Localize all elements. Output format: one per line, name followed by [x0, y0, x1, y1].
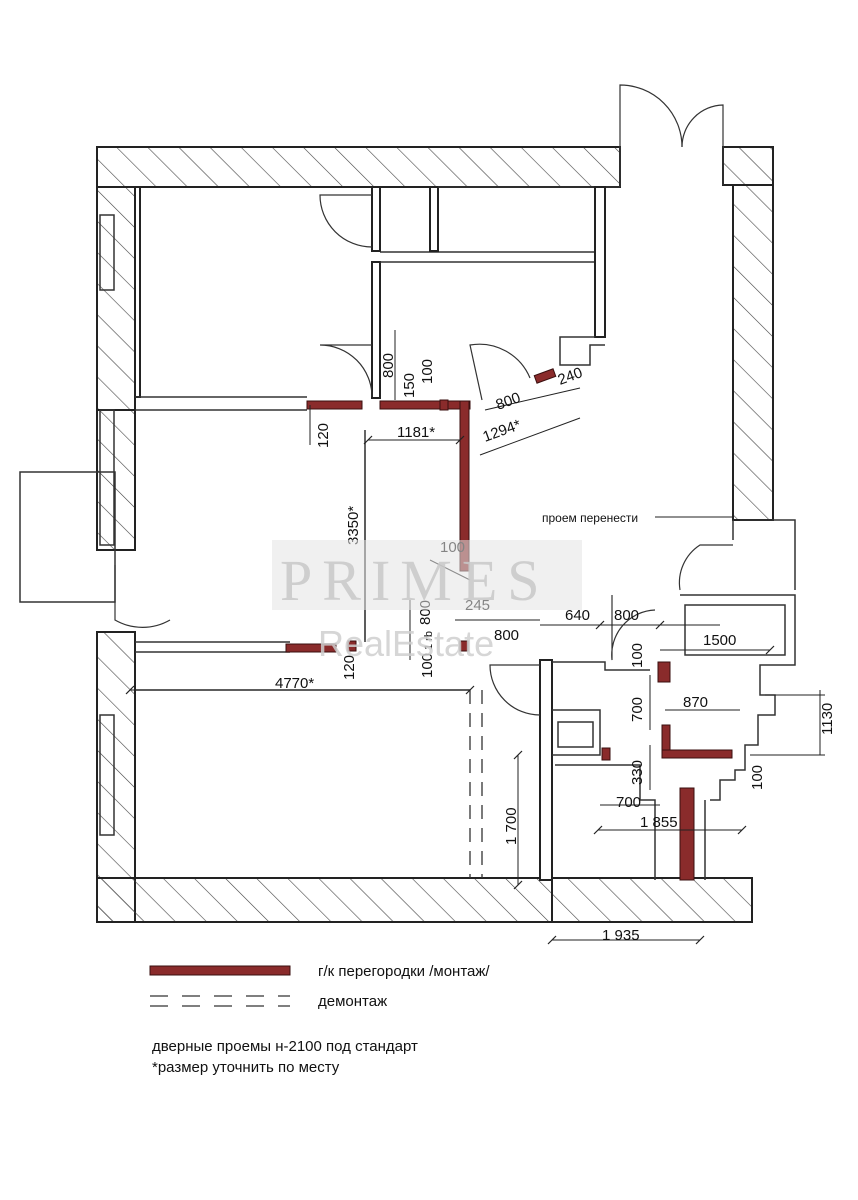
- dim-100-a: 100: [419, 359, 436, 384]
- note-verify-dimensions: *размер уточнить по месту: [152, 1059, 340, 1076]
- dim-120-a: 120: [315, 423, 332, 448]
- dim-3350: 3350*: [345, 506, 362, 545]
- door-swings: [114, 194, 733, 716]
- opening-move-note: проем перенести: [542, 511, 638, 525]
- watermark-sub: RealEstate: [318, 623, 494, 664]
- dim-800-e: 800: [494, 627, 519, 644]
- dim-150: 150: [401, 373, 418, 398]
- dim-870: 870: [683, 694, 708, 711]
- dim-1855: 1 855: [640, 814, 678, 831]
- dim-120-b: 120: [341, 655, 358, 680]
- demolition-walls: [469, 690, 483, 878]
- dim-640: 640: [565, 607, 590, 624]
- legend-demolition-label: демонтаж: [318, 993, 387, 1010]
- dim-700-b: 700: [616, 794, 641, 811]
- note-door-openings: дверные проемы н-2100 под стандарт: [152, 1038, 418, 1055]
- dim-1181: 1181*: [397, 424, 435, 441]
- dim-1rb: 1 rb: [423, 631, 435, 650]
- dim-800-d: 800: [614, 607, 639, 624]
- partitions: [285, 368, 733, 881]
- dim-1700: 1 700: [503, 807, 520, 845]
- dim-240: 240: [556, 364, 585, 389]
- dim-100-d: 100: [629, 643, 646, 668]
- exterior-walls: [96, 146, 774, 923]
- legend: г/к перегородки /монтаж/ демонтаж: [149, 963, 490, 1010]
- dim-1500: 1500: [703, 632, 736, 649]
- dim-330: 330: [629, 760, 646, 785]
- watermark: PRIMES RealEstate: [272, 540, 582, 664]
- windows: [19, 214, 116, 836]
- interior-walls: [134, 186, 796, 881]
- dim-1130: 1130: [819, 703, 836, 735]
- dim-700-a: 700: [629, 697, 646, 722]
- dim-1935: 1 935: [602, 927, 640, 944]
- dim-800-a: 800: [380, 353, 397, 378]
- dim-100-c: 100: [419, 653, 436, 678]
- dim-800-b: 800: [494, 389, 523, 414]
- dim-4770: 4770*: [275, 675, 314, 692]
- legend-partition-label: г/к перегородки /монтаж/: [318, 963, 490, 980]
- watermark-brand: PRIMES: [280, 548, 550, 613]
- notes: дверные проемы н-2100 под стандарт *разм…: [152, 1038, 418, 1076]
- dim-100-e: 100: [749, 765, 766, 790]
- balcony-door: [619, 84, 724, 187]
